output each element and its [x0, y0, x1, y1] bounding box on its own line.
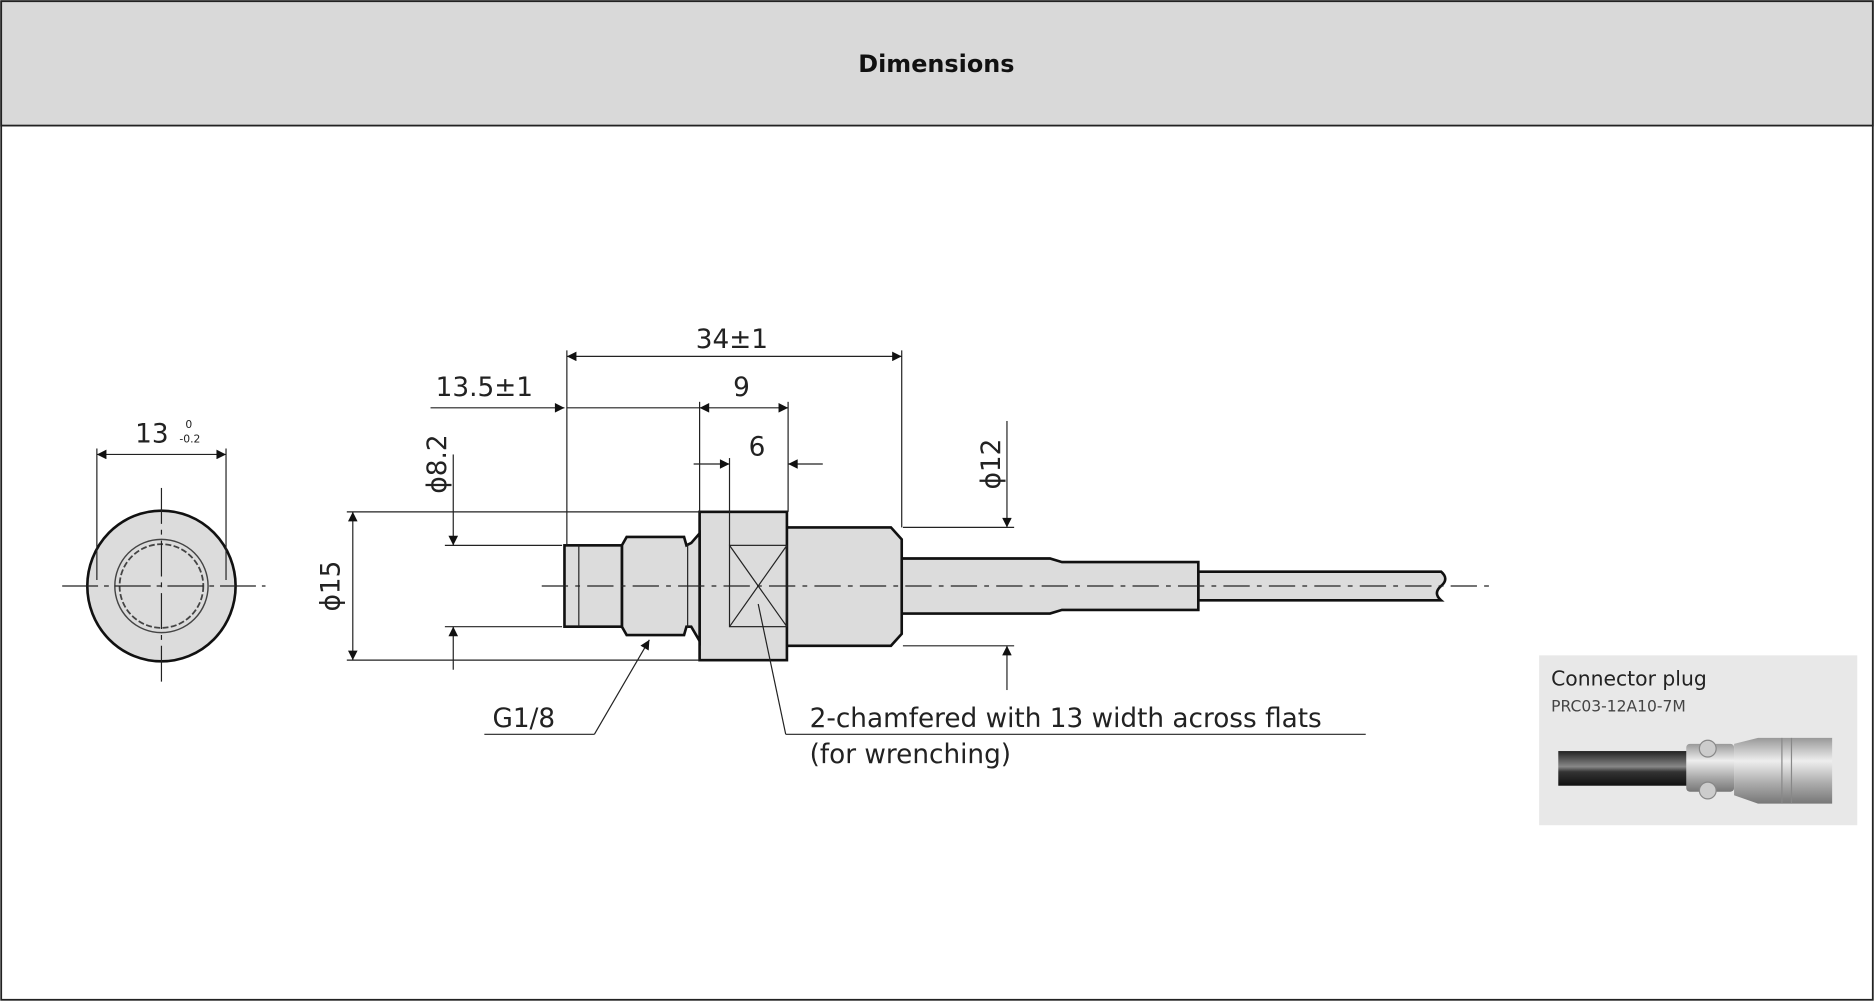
end-width-label: 13: [135, 419, 168, 449]
end-tol-upper: 0: [185, 418, 192, 431]
header-bar: [0, 0, 1874, 127]
header-title: Dimensions: [858, 50, 1014, 78]
dim-overall: 34±1: [696, 325, 768, 355]
end-tol-lower: -0.2: [179, 432, 200, 445]
dim-hex-dia: ϕ15: [317, 561, 347, 612]
dim-hex-length: 9: [733, 373, 750, 403]
thread-note: G1/8: [492, 704, 555, 734]
side-view: [541, 510, 1493, 662]
end-view: 13 0 -0.2: [62, 418, 266, 686]
dim-flat-width: 6: [749, 433, 766, 463]
chamfer-note-line2: (for wrenching): [810, 740, 1011, 770]
dim-tip: 13.5±1: [436, 373, 533, 403]
dim-body-dia: ϕ12: [977, 439, 1007, 490]
dimension-lines: 34±1 13.5±1 9 6 ϕ8.2 ϕ15 ϕ12: [317, 325, 1015, 691]
connector-model: PRC03-12A10-7M: [1551, 698, 1686, 716]
connector-plug-image: [1558, 737, 1833, 804]
connector-plug-box: Connector plug PRC03-12A10-7M: [1539, 655, 1858, 826]
leader-notes: G1/8 2-chamfered with 13 width across fl…: [484, 603, 1366, 770]
chamfer-note-line1: 2-chamfered with 13 width across flats: [810, 704, 1322, 734]
connector-title: Connector plug: [1551, 666, 1707, 690]
dim-thread-dia: ϕ8.2: [423, 434, 453, 493]
